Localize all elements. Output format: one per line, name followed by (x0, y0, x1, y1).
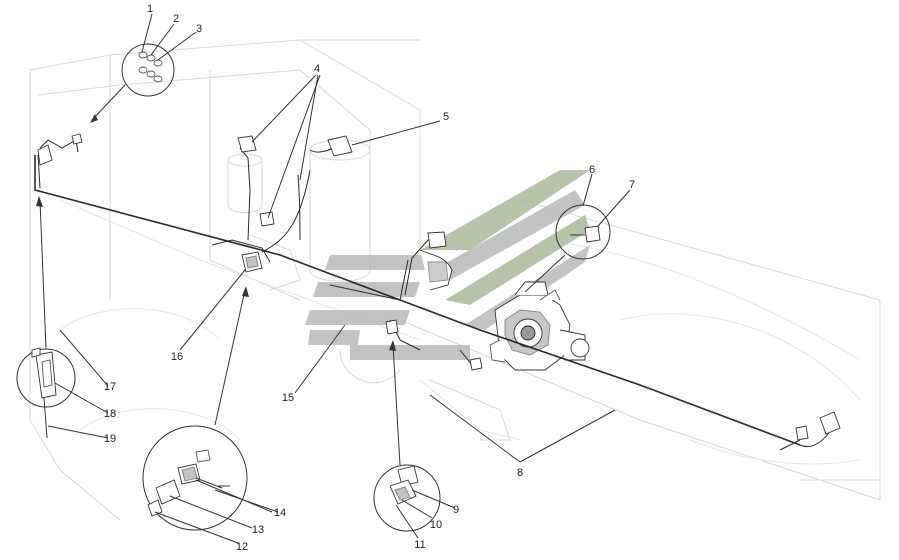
callout-10: 10 (430, 519, 442, 531)
callout-2: 2 (173, 13, 179, 25)
callout-9: 9 (453, 504, 459, 516)
callout-19: 19 (104, 433, 116, 445)
callout-4: 4 (314, 63, 320, 75)
detail-circle-top (90, 43, 175, 123)
transfer-case (489, 281, 590, 371)
leader-lines (47, 13, 631, 544)
callout-16: 16 (171, 351, 183, 363)
chassis-outline (29, 39, 881, 521)
callout-14: 14 (274, 507, 286, 519)
callout-17: 17 (104, 381, 116, 393)
callout-3: 3 (196, 23, 202, 35)
callout-15: 15 (282, 392, 294, 404)
callout-12: 12 (236, 541, 248, 553)
callout-labels: 1 2 3 4 5 6 7 8 9 10 11 12 13 14 15 16 1… (104, 3, 635, 553)
detail-circle-left (16, 196, 76, 439)
detail-circle-bottom (373, 340, 441, 532)
callout-18: 18 (104, 408, 116, 420)
callout-11: 11 (414, 539, 425, 551)
callout-6: 6 (589, 164, 595, 176)
callout-7: 7 (629, 179, 635, 191)
callout-13: 13 (252, 524, 264, 536)
main-harness (34, 139, 837, 451)
callout-5: 5 (443, 111, 449, 123)
callout-8: 8 (517, 467, 523, 479)
harness-connectors (37, 133, 841, 441)
callout-1: 1 (147, 3, 153, 15)
